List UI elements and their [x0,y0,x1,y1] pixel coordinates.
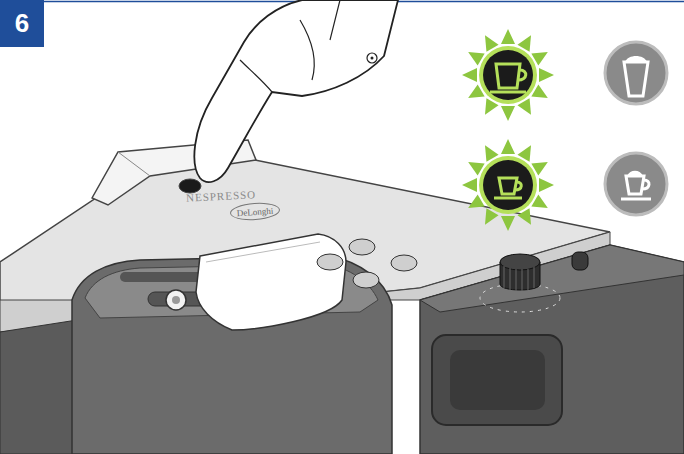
node-text: DeLonghi [236,205,273,218]
node-text: 6 [15,8,29,39]
brand-logo: NESPRESSO [186,188,257,204]
brand-badge: DeLonghi [229,201,280,221]
step-number-box: 6 [0,0,44,47]
